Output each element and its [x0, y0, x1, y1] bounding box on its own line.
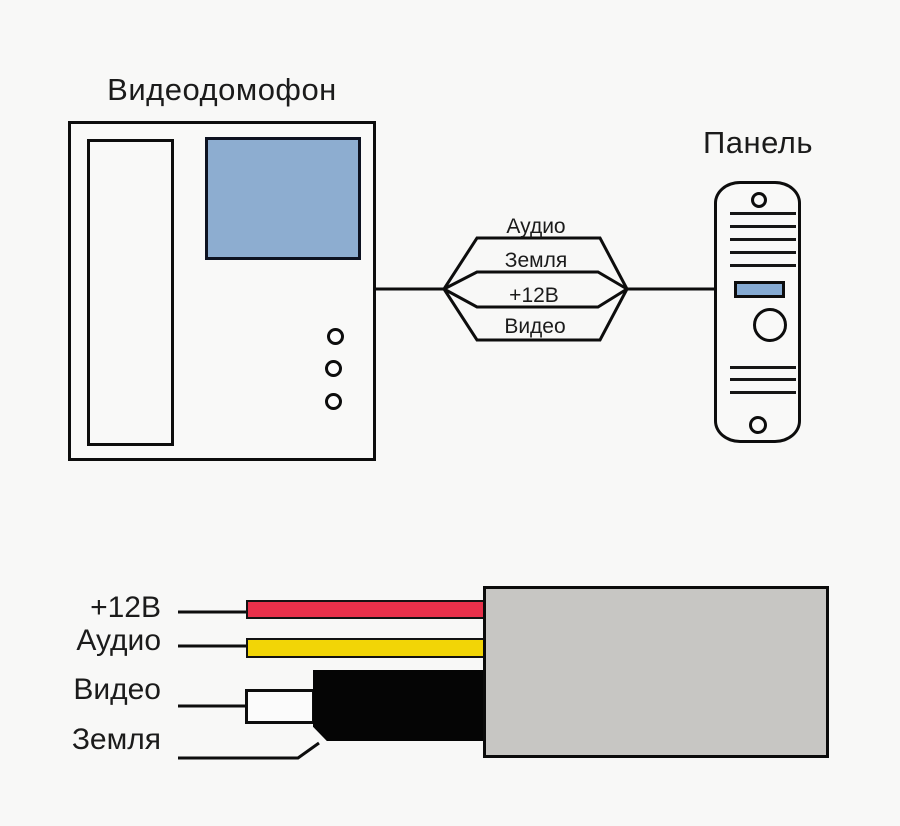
speaker-grille-line: [730, 251, 796, 254]
bundle-label-12v: +12В: [509, 284, 559, 307]
panel-camera: [753, 308, 787, 342]
panel-title: Панель: [702, 125, 814, 160]
cable-sheath: [483, 586, 829, 758]
monitor-screen: [205, 137, 361, 260]
wire-label-ground: Земля: [71, 723, 161, 756]
panel-nameplate: [734, 281, 785, 298]
speaker-grille-line: [730, 264, 796, 267]
bundle-label-video: Видео: [504, 315, 566, 338]
speaker-grille-line: [730, 212, 796, 215]
intercom-monitor: [68, 121, 376, 461]
bundle-label-audio: Аудио: [506, 215, 566, 238]
panel-screw-top: [751, 192, 767, 208]
wire-label-video: Видео: [73, 673, 161, 706]
panel-call-button: [749, 416, 767, 434]
wire-label-12v: +12В: [90, 591, 161, 624]
mic-grille-line: [730, 378, 796, 381]
monitor-button-1: [327, 328, 344, 345]
wire-label-audio: Аудио: [76, 624, 161, 657]
red-wire: [246, 600, 486, 619]
handset: [87, 139, 174, 446]
yellow-wire: [246, 638, 486, 658]
monitor-title: Видеодомофон: [107, 72, 337, 107]
monitor-button-2: [325, 360, 342, 377]
door-panel: [714, 181, 801, 443]
white-video-wire: [245, 689, 315, 724]
mic-grille-line: [730, 366, 796, 369]
monitor-button-3: [325, 393, 342, 410]
bundle-label-ground: Земля: [504, 249, 568, 272]
mic-grille-line: [730, 391, 796, 394]
speaker-grille-line: [730, 225, 796, 228]
lead-line-ground: [178, 741, 320, 760]
black-shield-wire: [313, 670, 486, 741]
speaker-grille-line: [730, 238, 796, 241]
